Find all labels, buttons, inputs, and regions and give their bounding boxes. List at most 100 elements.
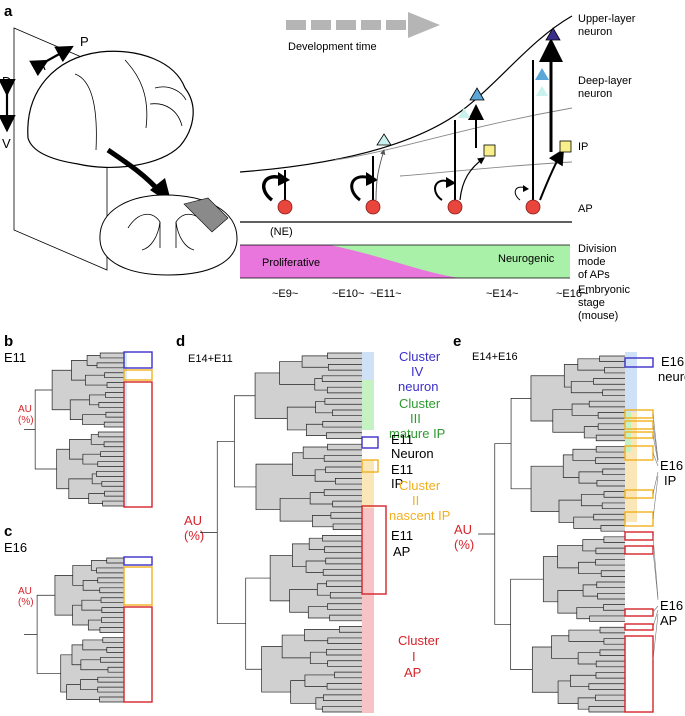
- panel-a: a A P D V: [0, 3, 636, 322]
- panel-d-au-label-1: AU: [184, 513, 202, 528]
- axis-d-label: D: [2, 74, 11, 89]
- panel-c-letter: c: [4, 523, 12, 540]
- e11-neuron-label-2: Neuron: [391, 446, 434, 461]
- e16-ap-label-1: E16: [660, 598, 683, 613]
- e11-ip-label-1: E11: [391, 462, 413, 477]
- deep-neuron-triangle: [376, 133, 392, 146]
- deep-neuron-triangle: [458, 108, 470, 118]
- leaf-strip: [124, 352, 127, 507]
- ip-label: IP: [578, 141, 588, 153]
- panel-e-au-label-2: (%): [454, 537, 474, 552]
- panel-b-letter: b: [4, 333, 13, 350]
- ap-cluster-box: [123, 381, 153, 508]
- panel-b-au-label-2: (%): [18, 415, 34, 426]
- e11-neuron-label-1: E11: [391, 432, 413, 447]
- stage-e16-label: ~E16~: [556, 288, 588, 300]
- e16-neuron-label-2: neuron: [658, 369, 685, 384]
- embryonic-stage-label-3: (mouse): [578, 310, 618, 322]
- upper-layer-label-2: neuron: [578, 26, 612, 38]
- deep-neuron-triangle: [535, 68, 549, 80]
- panel-e-title: E14+E16: [472, 351, 518, 363]
- dendrogram-shading: [52, 353, 124, 506]
- lineage-schematic: Upper-layer neuron Deep-layer neuron IP …: [239, 13, 636, 238]
- dendrogram-branches: [24, 352, 124, 507]
- division-mode-label-3: of APs: [578, 269, 610, 281]
- stage-e9-label: ~E9~: [272, 288, 298, 300]
- panel-e-au-label-1: AU: [454, 522, 472, 537]
- ap-cell: [365, 199, 381, 215]
- panel-b: b E11 AU (%): [4, 333, 153, 508]
- cluster-ii-label-2: II: [412, 493, 419, 508]
- ip-cluster-box: [123, 369, 153, 381]
- panel-d-title: E14+E11: [188, 353, 233, 365]
- cluster-i-label-1: Cluster: [398, 633, 440, 648]
- embryonic-stage-label-2: stage: [578, 297, 605, 309]
- deep-neuron-triangle: [469, 87, 485, 101]
- panel-b-title: E11: [4, 350, 26, 365]
- neuron-cluster-box: [123, 556, 153, 566]
- e11-ap-label-1: E11: [391, 528, 413, 543]
- neuron-strip: [625, 352, 637, 412]
- e16-ap-boxes: [624, 531, 654, 713]
- deep-neuron-triangle: [536, 86, 548, 96]
- division-mode-label-1: Division: [578, 243, 617, 255]
- upper-layer-label-1: Upper-layer: [578, 13, 636, 25]
- cluster-i-label-2: I: [412, 649, 416, 664]
- panel-e: e E14+E16 AU (%): [453, 333, 685, 713]
- cluster-iv-label-1: Cluster: [399, 349, 441, 364]
- e16-ap-label-2: AP: [660, 613, 677, 628]
- dendrogram-e: [478, 355, 625, 713]
- cluster-iii-strip: [362, 380, 374, 430]
- panel-c-au-label-2: (%): [18, 597, 34, 608]
- dendrogram-branches: [478, 355, 625, 713]
- ap-cell: [525, 199, 541, 215]
- e11-ap-box: [361, 505, 387, 595]
- ap-cell: [447, 199, 463, 215]
- embryonic-stage-label-1: Embryonic: [578, 284, 630, 296]
- ap-cluster-box: [123, 606, 153, 703]
- panel-c-au-label-1: AU: [18, 586, 32, 597]
- cluster-iii-label-3: mature IP: [389, 426, 445, 441]
- cluster-i-strip: [362, 508, 374, 713]
- upper-neuron-triangle: [545, 27, 561, 41]
- neurogenic-label: Neurogenic: [498, 253, 555, 265]
- ip-cell: [559, 140, 572, 153]
- stage-e14-label: ~E14~: [486, 288, 518, 300]
- neuron-cluster-box: [123, 351, 153, 369]
- proliferative-label: Proliferative: [262, 257, 320, 269]
- dendrogram-shading: [255, 353, 362, 712]
- ap-cell: [277, 199, 293, 215]
- cluster-iii-label-2: III: [410, 411, 421, 426]
- e16-ip-label-1: E16: [660, 458, 683, 473]
- e16-neuron-label-1: E16: [661, 354, 684, 369]
- axis-a-label: A: [37, 58, 46, 73]
- panel-c-title: E16: [4, 540, 27, 555]
- panel-d: d E14+E11 AU (%) Cluster IV neuron Clust…: [176, 333, 450, 713]
- stage-e11-label: ~E11~: [370, 288, 402, 300]
- panel-c: c E16 AU (%): [4, 523, 153, 703]
- e16-ip-connectors: [652, 413, 659, 661]
- ip-cell: [483, 144, 496, 157]
- panel-e-letter: e: [453, 333, 461, 350]
- cluster-ii-label-3: nascent IP: [389, 508, 450, 523]
- deep-layer-label-2: neuron: [578, 88, 612, 100]
- dendrogram-d: [200, 352, 362, 713]
- ap-label: AP: [578, 203, 593, 215]
- cluster-ii-label-1: Cluster: [399, 478, 441, 493]
- panel-d-letter: d: [176, 333, 185, 350]
- cluster-iv-label-2: IV: [411, 364, 424, 379]
- development-time-arrow: Development time: [286, 12, 440, 53]
- stage-e10-label: ~E10~: [332, 288, 364, 300]
- ne-label: (NE): [270, 226, 293, 238]
- cluster-iii-label-1: Cluster: [399, 396, 441, 411]
- e16-ip-label-2: IP: [664, 473, 676, 488]
- e11-ip-label-2: IP: [391, 476, 403, 491]
- ip-cluster-box: [123, 566, 153, 606]
- division-mode-label-2: mode: [578, 256, 606, 268]
- dendrogram-branches: [200, 352, 362, 713]
- panel-b-au-label-1: AU: [18, 404, 32, 415]
- deep-layer-label-1: Deep-layer: [578, 75, 632, 87]
- e11-ip-box: [361, 459, 379, 473]
- e11-neuron-box: [361, 436, 379, 449]
